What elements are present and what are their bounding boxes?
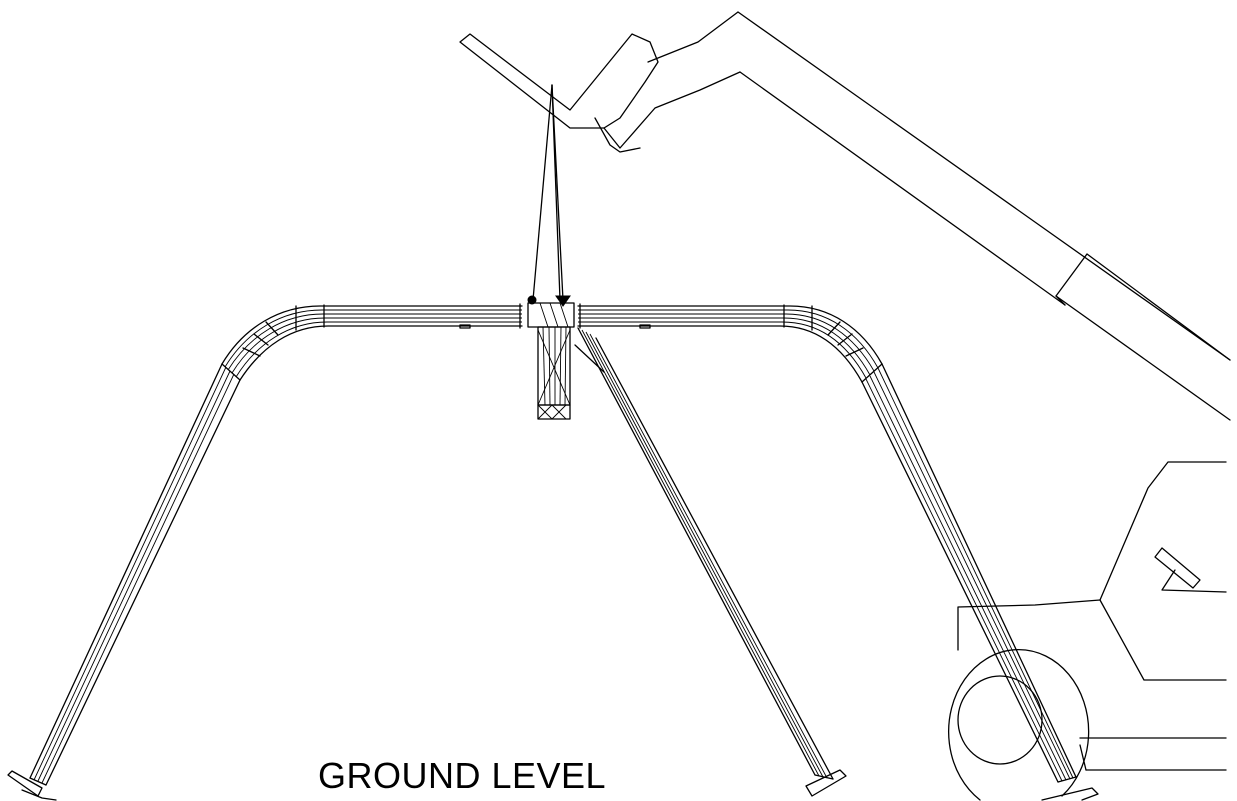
telehandler: [459, 11, 1231, 801]
lifting-slings: [527, 84, 571, 307]
center-foot: [805, 769, 847, 797]
center-leg: [574, 327, 834, 780]
ground-level-label: GROUND LEVEL: [318, 755, 607, 796]
right-foot: [1041, 787, 1099, 801]
tripod-frame: [7, 302, 1099, 801]
telehandler-boom: [603, 11, 1231, 421]
steering-wheel: [1154, 547, 1227, 593]
fork-carriage: [459, 33, 659, 153]
telehandler-cab: [957, 461, 1227, 681]
left-foot: [7, 770, 57, 801]
right-leg: [861, 363, 1077, 783]
frame-crossbar: [221, 303, 883, 383]
center-hub: [527, 302, 575, 420]
left-leg: [29, 363, 241, 786]
telehandler-chassis: [1079, 737, 1227, 771]
